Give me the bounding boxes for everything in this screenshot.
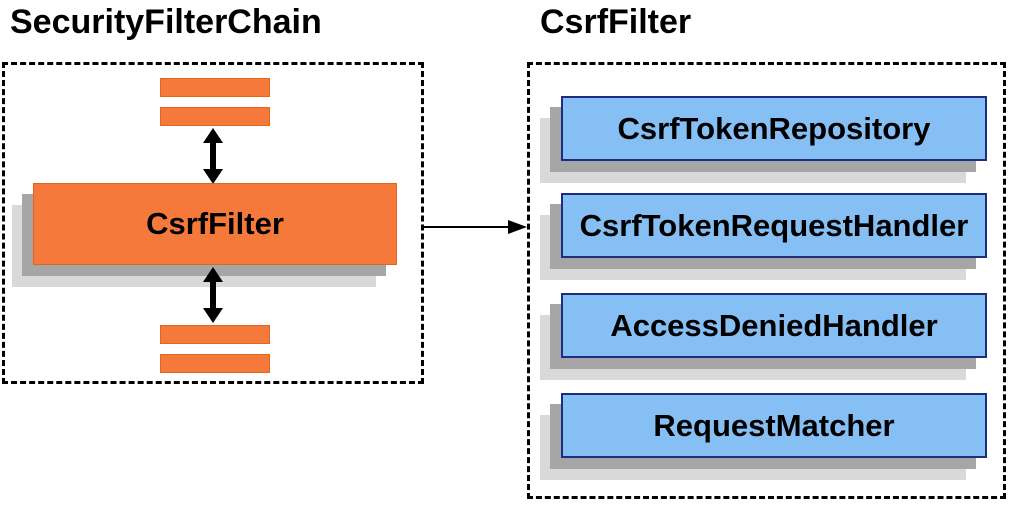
arrow-right-icon: [424, 220, 527, 234]
component-box-access-denied-handler: AccessDeniedHandler: [561, 293, 987, 358]
component-label: AccessDeniedHandler: [610, 307, 938, 343]
filter-chain-top-bar-1: [160, 78, 270, 97]
security-filter-chain-box: CsrfFilter: [2, 62, 424, 384]
component-box-csrf-token-request-handler: CsrfTokenRequestHandler: [561, 193, 987, 258]
csrf-filter-box: CsrfFilter: [33, 183, 397, 265]
filter-chain-bottom-bar-1: [160, 325, 270, 344]
double-arrow-top-icon: [203, 128, 223, 184]
security-filter-chain-title: SecurityFilterChain: [10, 3, 322, 41]
component-box-csrf-token-repository: CsrfTokenRepository: [561, 96, 987, 161]
component-box-request-matcher: RequestMatcher: [561, 393, 987, 458]
component-label: RequestMatcher: [653, 407, 895, 443]
csrf-filter-box-label: CsrfFilter: [146, 206, 284, 241]
csrf-filter-title: CsrfFilter: [540, 3, 692, 41]
filter-chain-top-bar-2: [160, 107, 270, 126]
component-label: CsrfTokenRequestHandler: [579, 207, 969, 243]
filter-chain-bottom-bar-2: [160, 354, 270, 373]
component-label: CsrfTokenRepository: [617, 110, 931, 146]
csrf-filter-detail-box: CsrfTokenRepository CsrfTokenRequestHand…: [527, 62, 1006, 499]
double-arrow-bottom-icon: [203, 267, 223, 323]
